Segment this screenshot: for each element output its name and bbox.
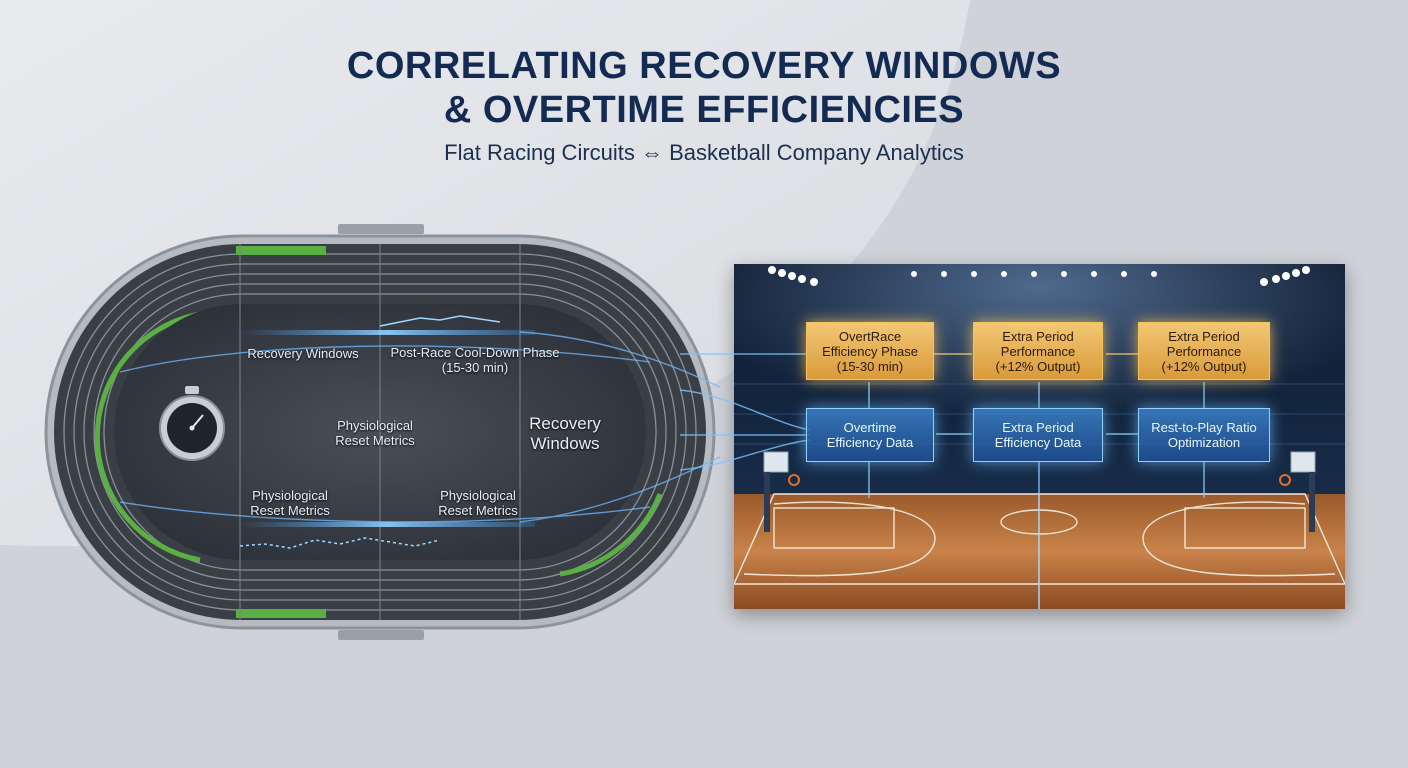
label-reset-metrics-left: Physiological Reset Metrics: [215, 488, 365, 518]
box-extra-period-performance-2: Extra Period Performance (+12% Output): [1138, 322, 1270, 380]
page-title: CORRELATING RECOVERY WINDOWS & OVERTIME …: [0, 44, 1408, 132]
box-overtrace-efficiency-text: OvertRace Efficiency Phase (15-30 min): [822, 329, 918, 374]
box-overtrace-efficiency: OvertRace Efficiency Phase (15-30 min): [806, 322, 934, 380]
green-marker-top: [236, 246, 326, 255]
grandstand-bottom: [338, 630, 424, 640]
box-extra-period-performance-1: Extra Period Performance (+12% Output): [973, 322, 1103, 380]
cross-panel-connectors: [680, 340, 820, 480]
box-extra-period-performance-2-text: Extra Period Performance (+12% Output): [1162, 329, 1247, 374]
box-rest-to-play-ratio: Rest-to-Play Ratio Optimization: [1138, 408, 1270, 462]
recovery-band-top: [240, 330, 535, 335]
label-reset-metrics-center: Physiological Reset Metrics: [300, 418, 450, 448]
label-cooldown-phase: Post-Race Cool-Down Phase (15-30 min): [380, 345, 570, 375]
grandstand-top: [338, 224, 424, 234]
recovery-band-bottom: [240, 522, 535, 527]
box-extra-period-efficiency-data-text: Extra Period Efficiency Data: [995, 420, 1081, 450]
box-rest-to-play-ratio-text: Rest-to-Play Ratio Optimization: [1151, 420, 1256, 450]
box-extra-period-efficiency-data: Extra Period Efficiency Data: [973, 408, 1103, 462]
box-overtime-efficiency-data: Overtime Efficiency Data: [806, 408, 934, 462]
label-recovery-windows-big: Recovery Windows: [505, 414, 625, 454]
green-marker-bottom: [236, 609, 326, 618]
box-extra-period-performance-1-text: Extra Period Performance (+12% Output): [996, 329, 1081, 374]
title-line-1: CORRELATING RECOVERY WINDOWS: [347, 45, 1061, 87]
label-reset-metrics-right: Physiological Reset Metrics: [403, 488, 553, 518]
page-subtitle: Flat Racing Circuits ⇔ Basketball Compan…: [0, 140, 1408, 166]
label-recovery-windows: Recovery Windows: [228, 346, 378, 361]
title-line-2: & OVERTIME EFFICIENCIES: [444, 89, 964, 131]
box-overtime-efficiency-data-text: Overtime Efficiency Data: [827, 420, 913, 450]
